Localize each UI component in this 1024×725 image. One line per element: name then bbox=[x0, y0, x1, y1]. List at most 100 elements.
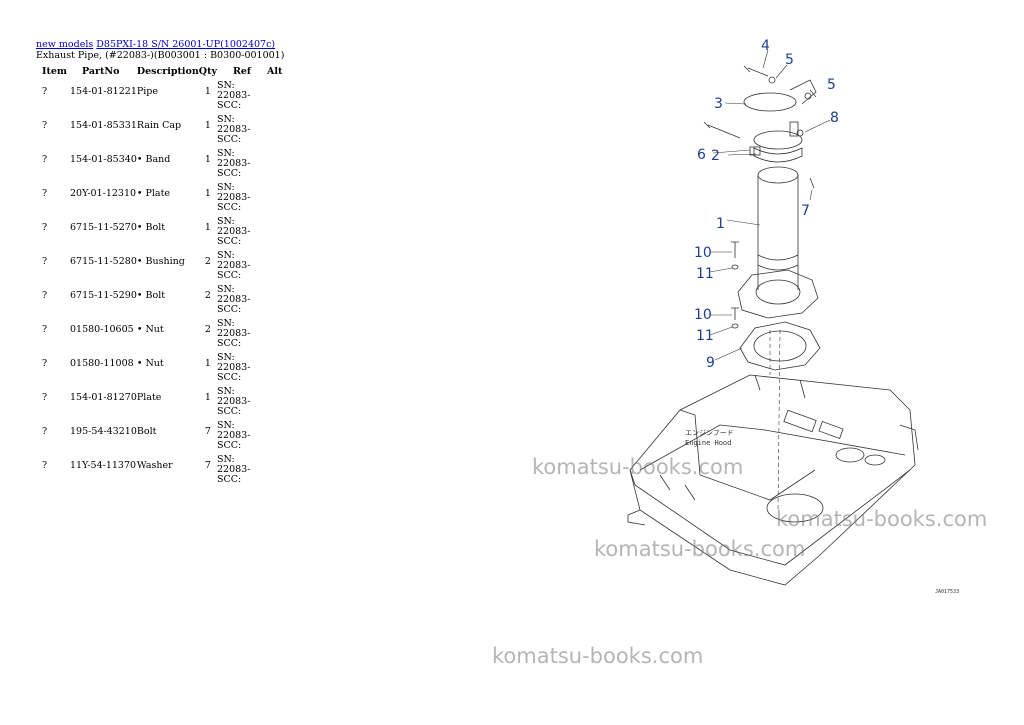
parts-table: Item PartNo Description Qty Ref Alt ? 154… bbox=[36, 64, 283, 486]
ref-cell: SN: 22083-SCC: bbox=[216, 250, 251, 281]
callout-5: 5 bbox=[785, 52, 794, 68]
qty-cell: 7 bbox=[204, 426, 211, 437]
description-cell: • Nut bbox=[136, 324, 164, 335]
watermark: komatsu-books.com bbox=[532, 455, 744, 479]
drawing-code: JA017533 bbox=[935, 589, 959, 595]
item-cell: ? bbox=[42, 324, 48, 335]
qty-cell: 1 bbox=[204, 392, 211, 403]
callout-10: 10 bbox=[694, 307, 712, 323]
table-row: ? 20Y-01-12310• Plate 1 SN: 22083-SCC: bbox=[36, 180, 283, 214]
partno-cell: 6715-11-5290 bbox=[70, 290, 137, 301]
description-cell: • Band bbox=[136, 154, 171, 165]
qty-cell: 1 bbox=[204, 154, 211, 165]
partno-cell: 01580-10605 bbox=[70, 324, 134, 335]
partno-cell: 154-01-85340 bbox=[70, 154, 137, 165]
ref-cell: SN: 22083-SCC: bbox=[216, 216, 251, 247]
partno-cell: 01580-11008 bbox=[70, 358, 134, 369]
breadcrumb-link-model[interactable]: D85PXI-18 S/N 26001-UP(1002407c) bbox=[96, 39, 276, 50]
alt-cell bbox=[267, 418, 283, 452]
ref-cell: SN: 22083-SCC: bbox=[216, 148, 251, 179]
qty-cell: 1 bbox=[204, 188, 211, 199]
ref-cell: SN: 22083-SCC: bbox=[216, 352, 251, 383]
partno-cell: 6715-11-5270 bbox=[70, 222, 137, 233]
partno-cell: 20Y-01-12310 bbox=[70, 188, 137, 199]
engine-hood-label-en: Engine Hood bbox=[685, 439, 731, 447]
ref-cell: SN: 22083-SCC: bbox=[216, 454, 251, 485]
ref-cell: SN: 22083-SCC: bbox=[216, 318, 251, 349]
engine-hood-drawing bbox=[627, 65, 919, 586]
item-cell: ? bbox=[42, 154, 48, 165]
qty-cell: 7 bbox=[204, 460, 211, 471]
item-cell: ? bbox=[42, 392, 48, 403]
callout-4: 4 bbox=[761, 38, 770, 54]
description-cell: • Plate bbox=[136, 188, 171, 199]
item-cell: ? bbox=[42, 460, 48, 471]
qty-cell: 2 bbox=[204, 324, 211, 335]
item-cell: ? bbox=[42, 222, 48, 233]
breadcrumb-link-new-models[interactable]: new models bbox=[36, 39, 94, 50]
breadcrumb: new models D85PXI-18 S/N 26001-UP(100240… bbox=[36, 39, 286, 50]
table-header-row: Item PartNo Description Qty Ref Alt bbox=[36, 64, 283, 78]
callout-11: 11 bbox=[696, 266, 714, 282]
item-cell: ? bbox=[42, 188, 48, 199]
qty-cell: 1 bbox=[204, 222, 211, 233]
item-cell: ? bbox=[42, 120, 48, 131]
qty-cell: 2 bbox=[204, 256, 211, 267]
callout-5: 5 bbox=[827, 77, 836, 93]
col-header-item: Item bbox=[42, 65, 67, 77]
alt-cell bbox=[267, 112, 283, 146]
ref-cell: SN: 22083-SCC: bbox=[216, 182, 251, 213]
callout-11: 11 bbox=[696, 328, 714, 344]
table-row: ? 01580-10605 • Nut 2 SN: 22083-SCC: bbox=[36, 316, 283, 350]
partno-cell: 154-01-81221 bbox=[70, 86, 137, 97]
watermark: komatsu-books.com bbox=[492, 644, 704, 668]
description-cell: • Bushing bbox=[136, 256, 185, 267]
description-cell: • Bolt bbox=[136, 222, 166, 233]
ref-cell: SN: 22083-SCC: bbox=[216, 386, 251, 417]
description-cell: • Bolt bbox=[136, 290, 166, 301]
partno-cell: 6715-11-5280 bbox=[70, 256, 137, 267]
parts-panel: new models D85PXI-18 S/N 26001-UP(100240… bbox=[36, 39, 286, 486]
engine-hood-label-jp: エンジンフード bbox=[685, 429, 734, 437]
alt-cell bbox=[267, 452, 283, 486]
watermark: komatsu-books.com bbox=[594, 537, 806, 561]
qty-cell: 1 bbox=[204, 358, 211, 369]
qty-cell: 1 bbox=[204, 120, 211, 131]
table-row: ? 6715-11-5280• Bushing 2 SN: 22083-SCC: bbox=[36, 248, 283, 282]
description-cell: Plate bbox=[136, 392, 162, 403]
alt-cell bbox=[267, 146, 283, 180]
callout-3: 3 bbox=[714, 96, 723, 112]
alt-cell bbox=[267, 248, 283, 282]
ref-cell: SN: 22083-SCC: bbox=[216, 420, 251, 451]
description-cell: Bolt bbox=[136, 426, 157, 437]
callout-9: 9 bbox=[706, 355, 715, 371]
item-cell: ? bbox=[42, 256, 48, 267]
page-subtitle: Exhaust Pipe, (#22083-)(B003001 : B0300-… bbox=[36, 50, 285, 61]
table-row: ? 6715-11-5270• Bolt 1 SN: 22083-SCC: bbox=[36, 214, 283, 248]
callout-1: 1 bbox=[716, 216, 725, 232]
col-header-alt: Alt bbox=[266, 65, 283, 77]
callout-2: 2 bbox=[711, 148, 720, 164]
partno-cell: 195-54-43210 bbox=[70, 426, 137, 437]
partno-cell: 154-01-81270 bbox=[70, 392, 137, 403]
ref-cell: SN: 22083-SCC: bbox=[216, 114, 251, 145]
item-cell: ? bbox=[42, 426, 48, 437]
item-cell: ? bbox=[42, 358, 48, 369]
qty-cell: 2 bbox=[204, 290, 211, 301]
col-header-description: Description bbox=[136, 65, 199, 77]
ref-cell: SN: 22083-SCC: bbox=[216, 80, 251, 111]
callout-8: 8 bbox=[830, 110, 839, 126]
qty-cell: 1 bbox=[204, 86, 211, 97]
item-cell: ? bbox=[42, 290, 48, 301]
callout-6: 6 bbox=[697, 147, 706, 163]
leader-lines bbox=[709, 49, 831, 511]
description-cell: Rain Cap bbox=[136, 120, 182, 131]
